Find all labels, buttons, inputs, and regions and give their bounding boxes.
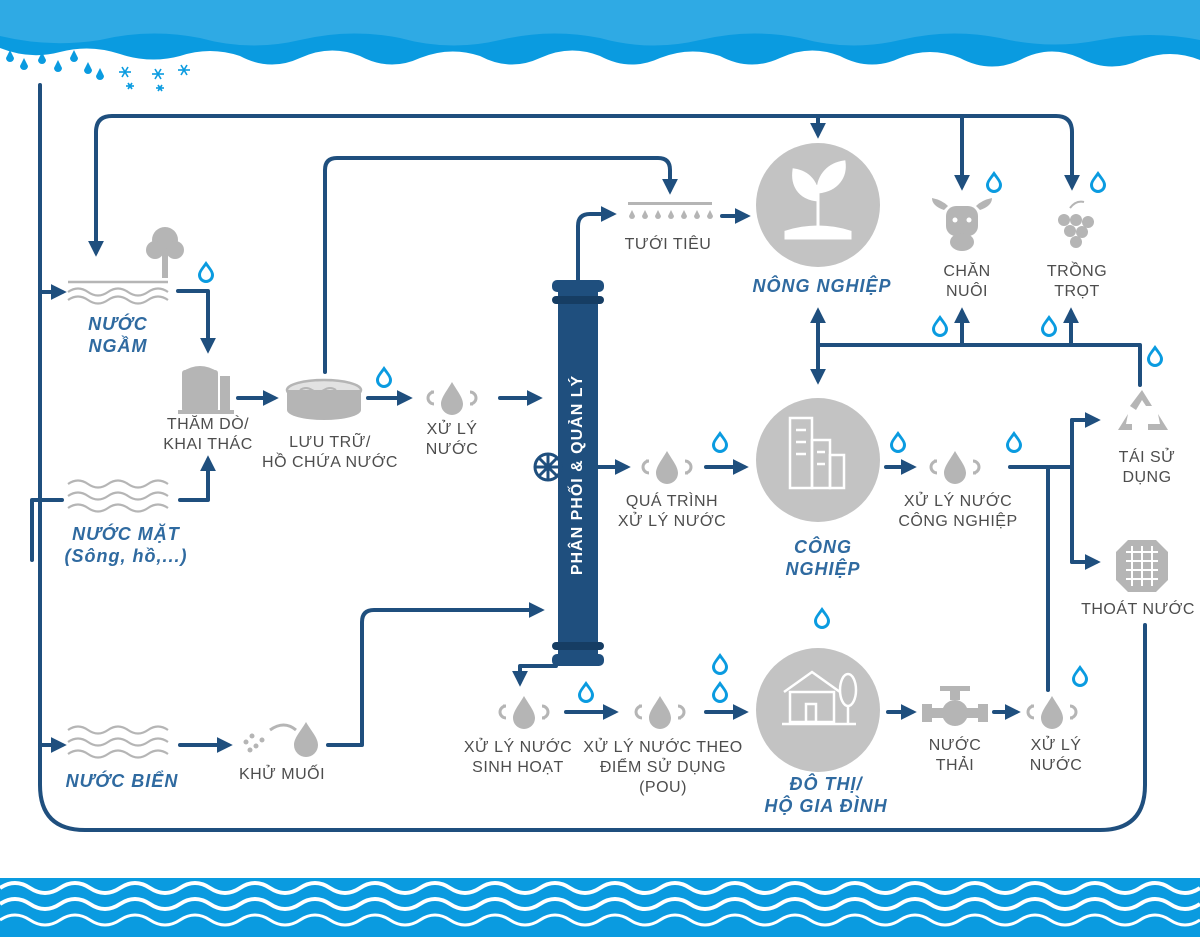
sprinkler-icon [628,202,713,219]
livestock-label: CHĂN NUÔI [943,262,990,302]
pou-treatment-line3: (POU) [639,779,687,796]
desalination-icon [243,722,318,757]
storage-label: LƯU TRỮ/ HỒ CHỨA NƯỚC [262,433,398,473]
cow-icon [932,198,992,251]
treatment-main-line2: NƯỚC [425,441,479,458]
industry-line2: NGHIỆP [785,559,861,579]
exploration-label: THĂM DÒ/ KHAI THÁC [163,415,253,455]
ground-water-icon [66,280,170,305]
agriculture-label: NÔNG NGHIỆP [752,275,891,297]
water-drop-icon [428,382,1076,729]
industry-line1: CÔNG [793,537,852,557]
surface-water-label: NƯỚC MẶT (Sông, hồ,...) [65,523,188,567]
reuse-line2: DỤNG [1122,469,1172,486]
treatment-main-label: XỬ LÝ NƯỚC [426,420,479,460]
pou-treatment-label: XỬ LÝ NƯỚC THEO ĐIỂM SỬ DỤNG (POU) [583,738,742,798]
sea-water-icon [66,725,170,759]
reuse-label: TÁI SỬ DỤNG [1119,448,1176,488]
exploration-line1: THĂM DÒ/ [166,416,250,433]
irrigation-label: TƯỚI TIÊU [625,235,712,255]
crops-line2: TRỌT [1054,283,1100,300]
silo-tank-icon [178,366,234,414]
flow-lines [30,83,1147,832]
sea-water-line1: NƯỚC BIỂN [65,771,179,791]
reservoir-icon [285,378,363,420]
industrial-treatment-line1: XỬ LÝ NƯỚC [903,493,1013,510]
domestic-treatment-line1: XỬ LÝ NƯỚC [463,739,573,756]
industry-label: CÔNG NGHIỆP [785,536,860,580]
final-treatment-line2: NƯỚC [1029,757,1083,774]
snowflake-icon [119,64,190,92]
crops-label: TRỒNG TRỌT [1047,262,1107,302]
ground-water-label: NƯỚC NGẦM [88,313,148,357]
urban-label: ĐÔ THỊ/ HỘ GIA ĐÌNH [764,773,887,817]
treatment-main-line1: XỬ LÝ [426,421,478,438]
urban-line2: HỘ GIA ĐÌNH [764,796,888,816]
livestock-line2: NUÔI [946,283,988,300]
process-treatment-line2: XỬ LÝ NƯỚC [617,513,727,530]
distribution-management-label: PHÂN PHỐI & QUẢN LÝ [569,374,586,576]
drainage-line1: THOÁT NƯỚC [1081,601,1195,618]
surface-water-icon [66,479,170,513]
drainage-label: THOÁT NƯỚC [1081,600,1195,620]
wastewater-label: NƯỚC THẢI [929,736,982,776]
storage-line2: HỒ CHỨA NƯỚC [262,454,398,471]
plant-sprout-icon [784,160,852,240]
livestock-line1: CHĂN [943,263,991,280]
distribution-pipe [533,280,604,666]
industry-circle [756,398,880,522]
reuse-line1: TÁI SỬ [1118,449,1176,466]
tree-icon [146,227,184,278]
wastewater-line2: THẢI [935,757,975,774]
urban-line1: ĐÔ THỊ/ [789,774,863,794]
urban-circle [756,648,880,772]
agriculture-circle [756,143,880,267]
process-treatment-line1: QUÁ TRÌNH [625,493,719,510]
house-icon [782,670,858,726]
wastewater-line1: NƯỚC [928,737,982,754]
final-treatment-line1: XỬ LÝ [1030,737,1082,754]
recycle-icon [1118,390,1168,430]
final-treatment-label: XỬ LÝ NƯỚC [1030,736,1083,776]
domestic-treatment-line2: SINH HOẠT [472,759,564,776]
surface-water-line2: (Sông, hồ,...) [64,546,188,566]
process-treatment-label: QUÁ TRÌNH XỬ LÝ NƯỚC [618,492,726,532]
ground-water-line2: NGẦM [88,336,148,356]
storage-line1: LƯU TRỮ/ [289,434,371,451]
industrial-treatment-line2: CÔNG NGHIỆP [898,513,1018,530]
factory-icon [788,416,846,490]
industrial-treatment-label: XỬ LÝ NƯỚC CÔNG NGHIỆP [898,492,1017,532]
pou-treatment-line2: ĐIỂM SỬ DỤNG [599,759,727,776]
domestic-treatment-label: XỬ LÝ NƯỚC SINH HOẠT [464,738,572,778]
grapes-icon [1058,200,1094,248]
sea-water-label: NƯỚC BIỂN [66,770,179,792]
ground-water-line1: NƯỚC [88,314,148,334]
exploration-line2: KHAI THÁC [163,436,253,453]
drain-grate-icon [1116,540,1168,592]
surface-water-line1: NƯỚC MẶT [72,524,180,544]
irrigation-line1: TƯỚI TIÊU [624,236,712,253]
valve-wheel-icon [533,452,563,482]
valve-icon [922,686,988,726]
crops-line1: TRỒNG [1046,263,1108,280]
agriculture-line1: NÔNG NGHIỆP [752,276,892,296]
pou-treatment-line1: XỬ LÝ NƯỚC THEO [583,739,743,756]
ocean-waves [0,878,1200,937]
desalination-label: KHỬ MUỐI [239,765,325,785]
cloud-rain-icon [0,0,1200,80]
desalination-line1: KHỬ MUỐI [238,766,326,783]
